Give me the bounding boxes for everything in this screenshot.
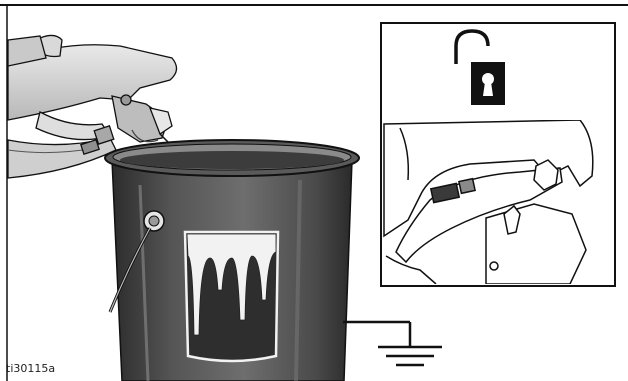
trigger-lock-inset <box>381 23 615 286</box>
ground-symbol-icon <box>343 322 442 365</box>
figure-id-label: ti30115a <box>6 362 55 375</box>
grounded-metal-pail-icon <box>105 140 359 381</box>
paint-can-label-icon <box>185 232 278 361</box>
